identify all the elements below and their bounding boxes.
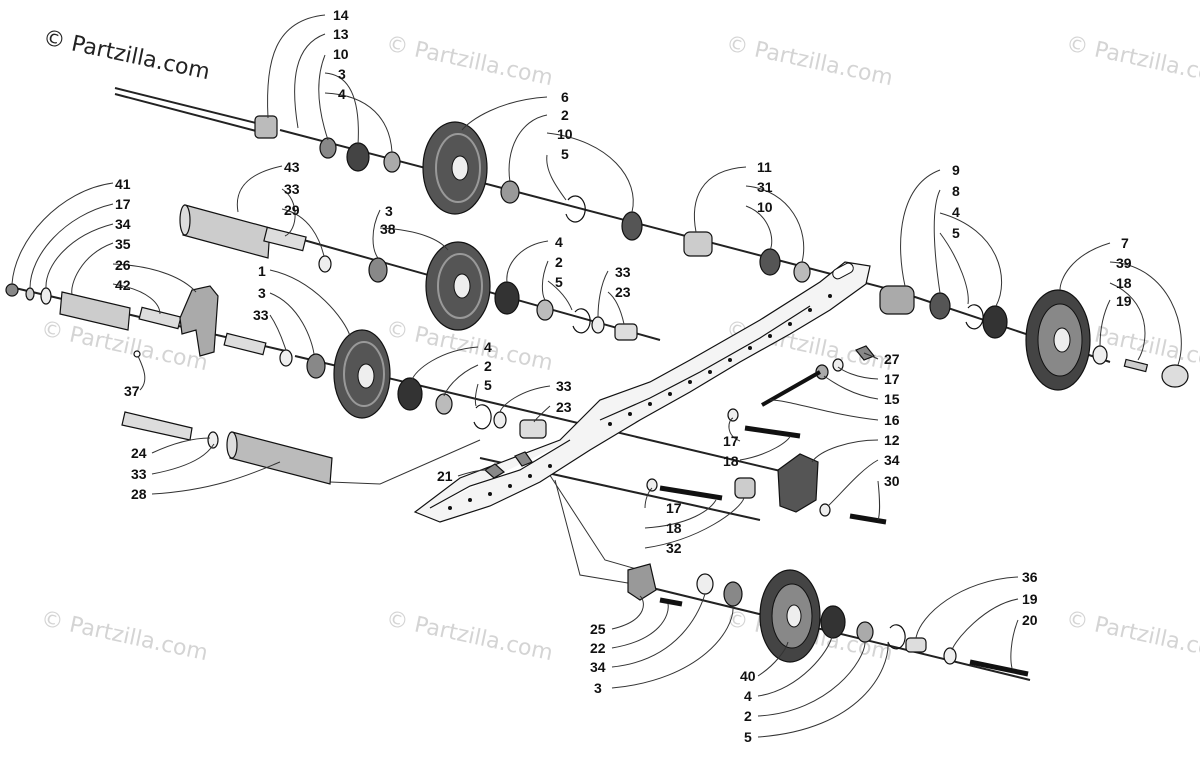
callout-34: 34 — [884, 452, 900, 468]
leader-lines — [11, 14, 1182, 738]
callout-4: 4 — [338, 86, 346, 102]
callout-41: 41 — [115, 176, 131, 192]
second-axle-parts — [179, 204, 638, 341]
callout-5: 5 — [952, 225, 960, 241]
callout-3: 3 — [594, 680, 602, 696]
callout-28: 28 — [131, 486, 147, 502]
callout-5: 5 — [484, 377, 492, 393]
callout-10: 10 — [333, 46, 349, 62]
callout-5: 5 — [744, 729, 752, 745]
callout-4: 4 — [744, 688, 752, 704]
callout-26: 26 — [115, 257, 131, 273]
callout-13: 13 — [333, 26, 349, 42]
callout-27: 27 — [884, 351, 900, 367]
callout-25: 25 — [590, 621, 606, 637]
callout-16: 16 — [884, 412, 900, 428]
callout-17: 17 — [723, 433, 739, 449]
callout-24: 24 — [131, 445, 147, 461]
callout-5: 5 — [561, 146, 569, 162]
callout-11: 11 — [757, 159, 772, 175]
watermark: © Partzilla.com — [384, 606, 555, 666]
callout-8: 8 — [952, 183, 960, 199]
callout-15: 15 — [884, 391, 900, 407]
lower-axle-parts — [627, 563, 1029, 677]
callout-17: 17 — [884, 371, 900, 387]
callout-33: 33 — [615, 264, 631, 280]
callout-42: 42 — [115, 277, 131, 293]
watermark: © Partzilla.com — [39, 606, 210, 666]
callout-12: 12 — [884, 432, 900, 448]
callout-1: 1 — [258, 263, 266, 279]
callout-14: 14 — [333, 7, 349, 23]
callout-29: 29 — [284, 202, 300, 218]
callout-43: 43 — [284, 159, 300, 175]
callout-33: 33 — [556, 378, 572, 394]
third-axle-parts — [5, 283, 547, 439]
callout-3: 3 — [258, 285, 266, 301]
top-axle-parts — [254, 115, 1189, 391]
callout-numbers: 14 13 10 3 4 6 2 10 5 11 31 10 9 8 4 5 7… — [115, 7, 1132, 745]
callout-40: 40 — [740, 668, 756, 684]
callout-2: 2 — [561, 107, 569, 123]
callout-34: 34 — [590, 659, 606, 675]
callout-22: 22 — [590, 640, 606, 656]
callout-18: 18 — [1116, 275, 1132, 291]
copyright-text: © Partzilla.com — [41, 25, 212, 85]
watermark: © Partzilla.com — [1064, 606, 1200, 666]
lower-left-parts — [121, 411, 333, 485]
callout-4: 4 — [555, 234, 563, 250]
callout-4: 4 — [952, 204, 960, 220]
callout-18: 18 — [723, 453, 739, 469]
watermark: © Partzilla.com — [384, 31, 555, 91]
callout-2: 2 — [744, 708, 752, 724]
callout-21: 21 — [437, 468, 453, 484]
callout-5: 5 — [555, 274, 563, 290]
callout-38: 38 — [380, 221, 396, 237]
mounting-hardware — [483, 345, 887, 525]
callout-19: 19 — [1116, 293, 1132, 309]
callout-17: 17 — [666, 500, 682, 516]
callout-2: 2 — [555, 254, 563, 270]
callout-30: 30 — [884, 473, 900, 489]
callout-36: 36 — [1022, 569, 1038, 585]
callout-10: 10 — [757, 199, 773, 215]
callout-4: 4 — [484, 339, 492, 355]
callout-3: 3 — [385, 203, 393, 219]
callout-37: 37 — [124, 383, 140, 399]
callout-39: 39 — [1116, 255, 1132, 271]
callout-6: 6 — [561, 89, 569, 105]
callout-9: 9 — [952, 162, 960, 178]
callout-33: 33 — [253, 307, 269, 323]
watermark: © Partzilla.com — [1064, 31, 1200, 91]
callout-19: 19 — [1022, 591, 1038, 607]
watermark: © Partzilla.com — [724, 31, 895, 91]
callout-17: 17 — [115, 196, 131, 212]
callout-32: 32 — [666, 540, 682, 556]
callout-33: 33 — [131, 466, 147, 482]
callout-34: 34 — [115, 216, 131, 232]
callout-31: 31 — [757, 179, 773, 195]
callout-18: 18 — [666, 520, 682, 536]
callout-10: 10 — [557, 126, 573, 142]
callout-23: 23 — [556, 399, 572, 415]
callout-35: 35 — [115, 236, 131, 252]
callout-3: 3 — [338, 66, 346, 82]
callout-20: 20 — [1022, 612, 1038, 628]
callout-2: 2 — [484, 358, 492, 374]
callout-33: 33 — [284, 181, 300, 197]
callout-23: 23 — [615, 284, 631, 300]
callout-7: 7 — [1121, 235, 1129, 251]
